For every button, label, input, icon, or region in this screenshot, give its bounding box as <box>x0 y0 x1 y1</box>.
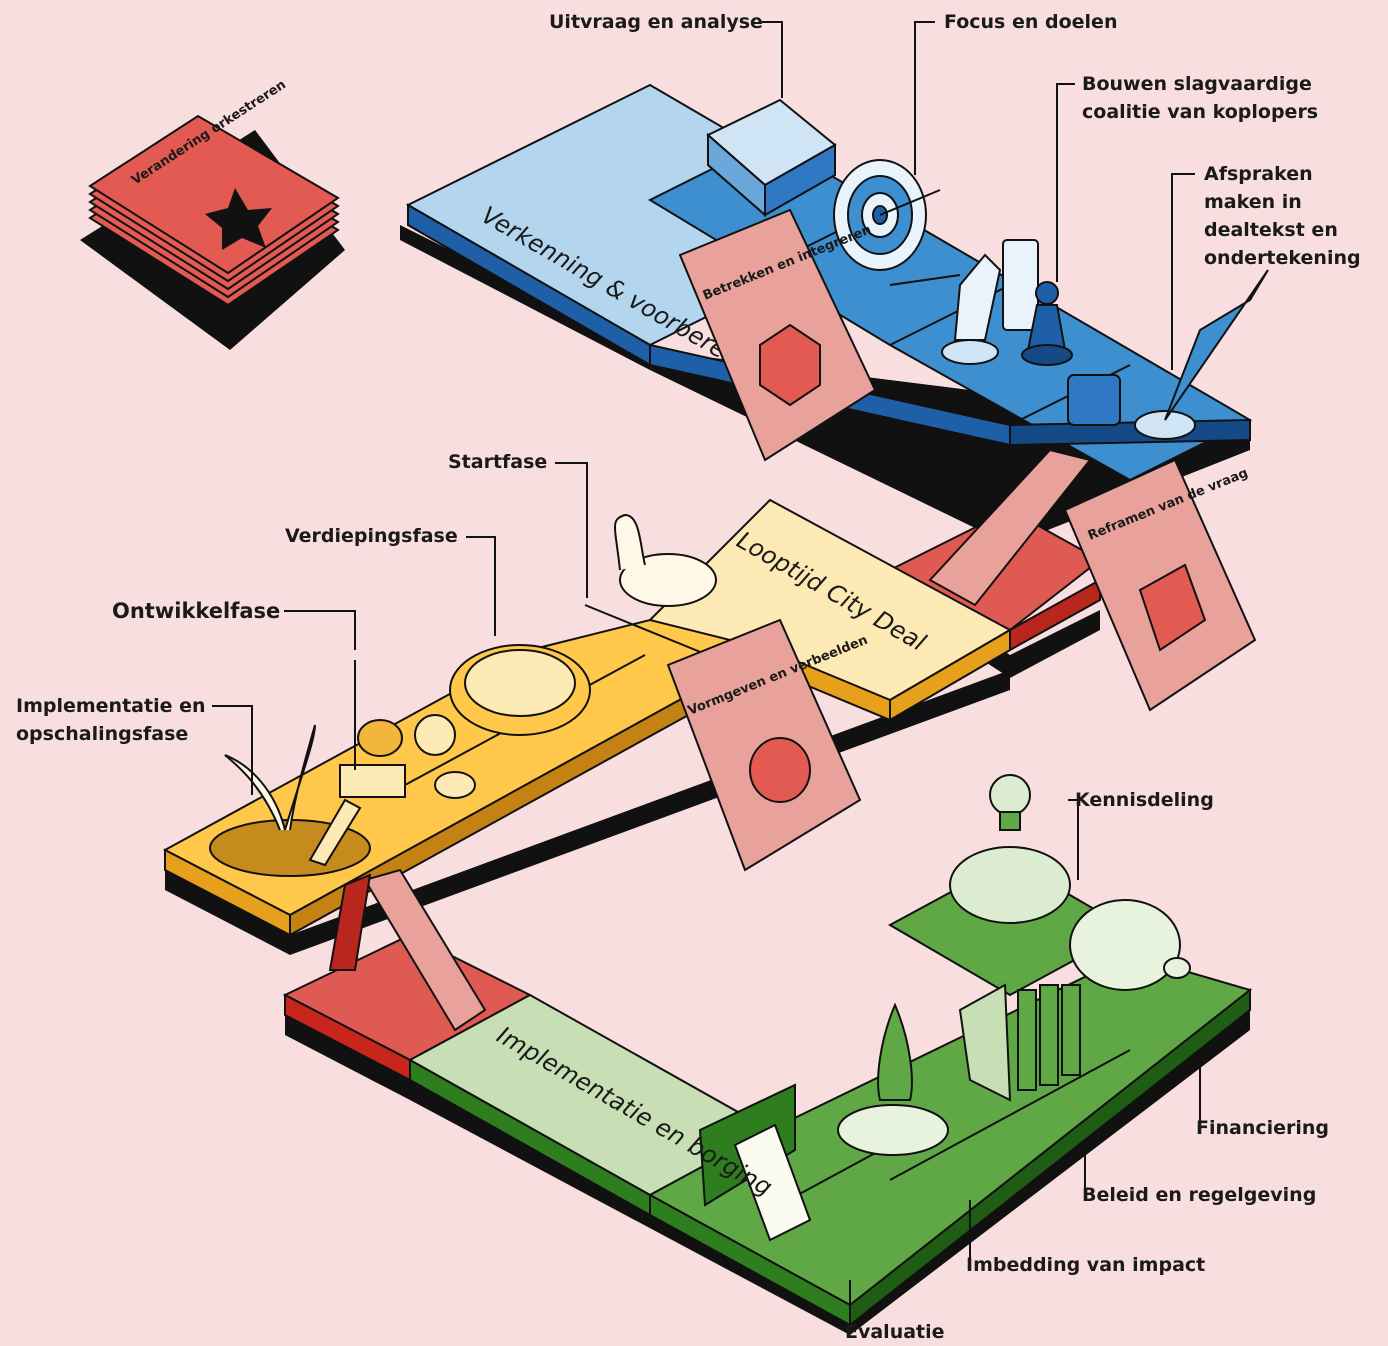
rubiks-cube-icon <box>706 98 837 218</box>
chess-pieces-icon <box>941 239 1073 366</box>
label-implementatie-fase: Implementatie en opschalingsfase <box>16 695 206 745</box>
label-coalitie: Bouwen slagvaardige coalitie van koplope… <box>1082 73 1319 123</box>
label-focus: Focus en doelen <box>944 11 1118 33</box>
label-uitvraag: Uitvraag en analyse <box>549 11 763 33</box>
card-vormgeven[interactable] <box>666 618 862 872</box>
binders-icon <box>958 983 1081 1102</box>
goose-icon <box>614 513 717 607</box>
label-startfase: Startfase <box>448 451 548 473</box>
circle-icon <box>749 737 811 803</box>
target-icon <box>833 159 961 286</box>
card-reframen[interactable] <box>1063 458 1257 712</box>
label-ontwikkel: Ontwikkelfase <box>112 599 281 623</box>
plant-and-trowel-icon <box>209 724 371 877</box>
card-betrekken[interactable] <box>678 208 877 462</box>
monitor-icon <box>698 1083 812 1242</box>
piggy-bank-icon <box>1069 899 1191 991</box>
label-afspraken: Afspraken maken in dealtekst en ondertek… <box>1204 163 1361 269</box>
label-beleid: Beleid en regelgeving <box>1082 1184 1317 1206</box>
leader-lines <box>212 21 1201 1330</box>
label-financiering: Financiering <box>1196 1117 1330 1139</box>
hexagon-icon <box>759 323 821 407</box>
brain-and-lightbulb-icon <box>949 774 1071 924</box>
card-deck[interactable] <box>88 114 340 307</box>
red-ramp-shadow <box>890 580 1100 678</box>
rocket-icon <box>837 1002 949 1156</box>
yellow-track-shadow <box>165 670 1010 955</box>
label-evaluatie: Evaluatie <box>845 1321 945 1343</box>
star-icon <box>205 188 272 250</box>
label-kennisdeling: Kennisdeling <box>1075 789 1214 811</box>
lab-flasks-icon <box>339 644 591 799</box>
label-imbedding: Imbedding van impact <box>966 1254 1206 1276</box>
square-icon <box>1138 563 1207 652</box>
ink-and-quill-icon <box>1067 269 1269 440</box>
label-verdieping: Verdiepingsfase <box>285 525 458 547</box>
green-track-shadow <box>285 1010 1250 1335</box>
